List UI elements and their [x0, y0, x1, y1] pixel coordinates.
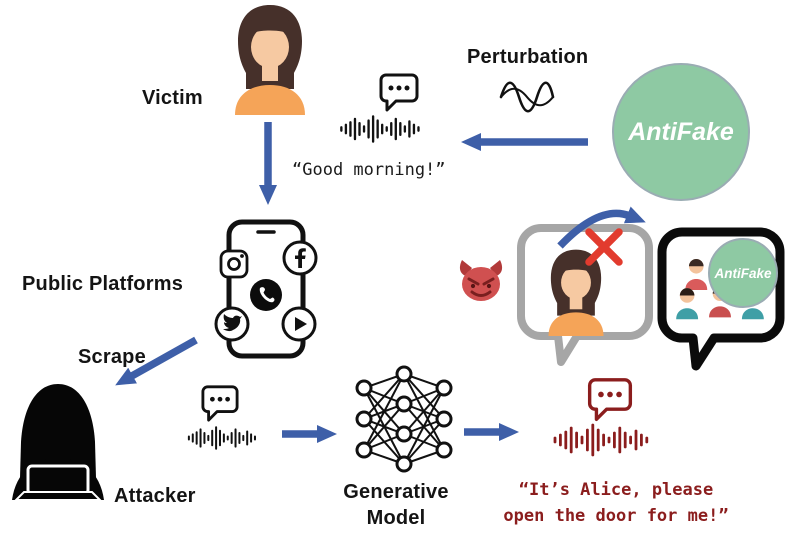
video-play-icon	[281, 306, 317, 342]
fake-waveform-icon	[553, 423, 649, 457]
fake-speech-bubble-icon	[587, 378, 633, 422]
speech-bubble-icon	[201, 385, 239, 422]
cloned-quote-line2: open the door for me!”	[503, 506, 729, 526]
facebook-icon	[282, 240, 318, 276]
victim-avatar-icon	[548, 249, 604, 336]
scrape-label: Scrape	[78, 346, 146, 368]
speech-bubble-icon	[379, 73, 419, 112]
cloned-quote: “It’s Alice, please open the door for me…	[478, 477, 754, 529]
perturbation-label: Perturbation	[467, 46, 589, 68]
blocked-x-icon	[585, 228, 623, 266]
waveform-icon	[340, 115, 420, 143]
generative-model-label: Generative Model	[322, 479, 470, 531]
instagram-icon	[219, 249, 249, 279]
public-platforms-icon	[214, 219, 318, 359]
victim-label: Victim	[142, 87, 203, 109]
antifake-badge-label: AntiFake	[714, 265, 772, 281]
generative-model-label-line2: Model	[366, 507, 426, 529]
generative-model-icon	[355, 365, 453, 473]
victim-avatar-icon	[235, 5, 305, 115]
arrow-rejected-to-protected	[557, 206, 646, 249]
attacker-icon	[12, 384, 104, 501]
cloned-quote-line1: “It’s Alice, please	[518, 480, 714, 500]
perturbation-wave-icon	[499, 81, 555, 113]
antifake-badge: AntiFake	[708, 238, 778, 308]
arrow-scrape	[115, 336, 198, 386]
original-quote: “Good morning!”	[292, 160, 446, 180]
antifake-logo: AntiFake	[612, 63, 750, 201]
public-platforms-label: Public Platforms	[22, 273, 184, 295]
attacker-label: Attacker	[114, 485, 196, 507]
devil-icon	[459, 260, 503, 301]
rejected-voice-bubble	[505, 220, 665, 370]
twitter-icon	[214, 306, 250, 342]
antifake-logo-label: AntiFake	[628, 117, 734, 146]
waveform-icon	[187, 426, 256, 450]
generative-model-label-line1: Generative	[343, 481, 449, 503]
whatsapp-icon	[250, 279, 282, 311]
